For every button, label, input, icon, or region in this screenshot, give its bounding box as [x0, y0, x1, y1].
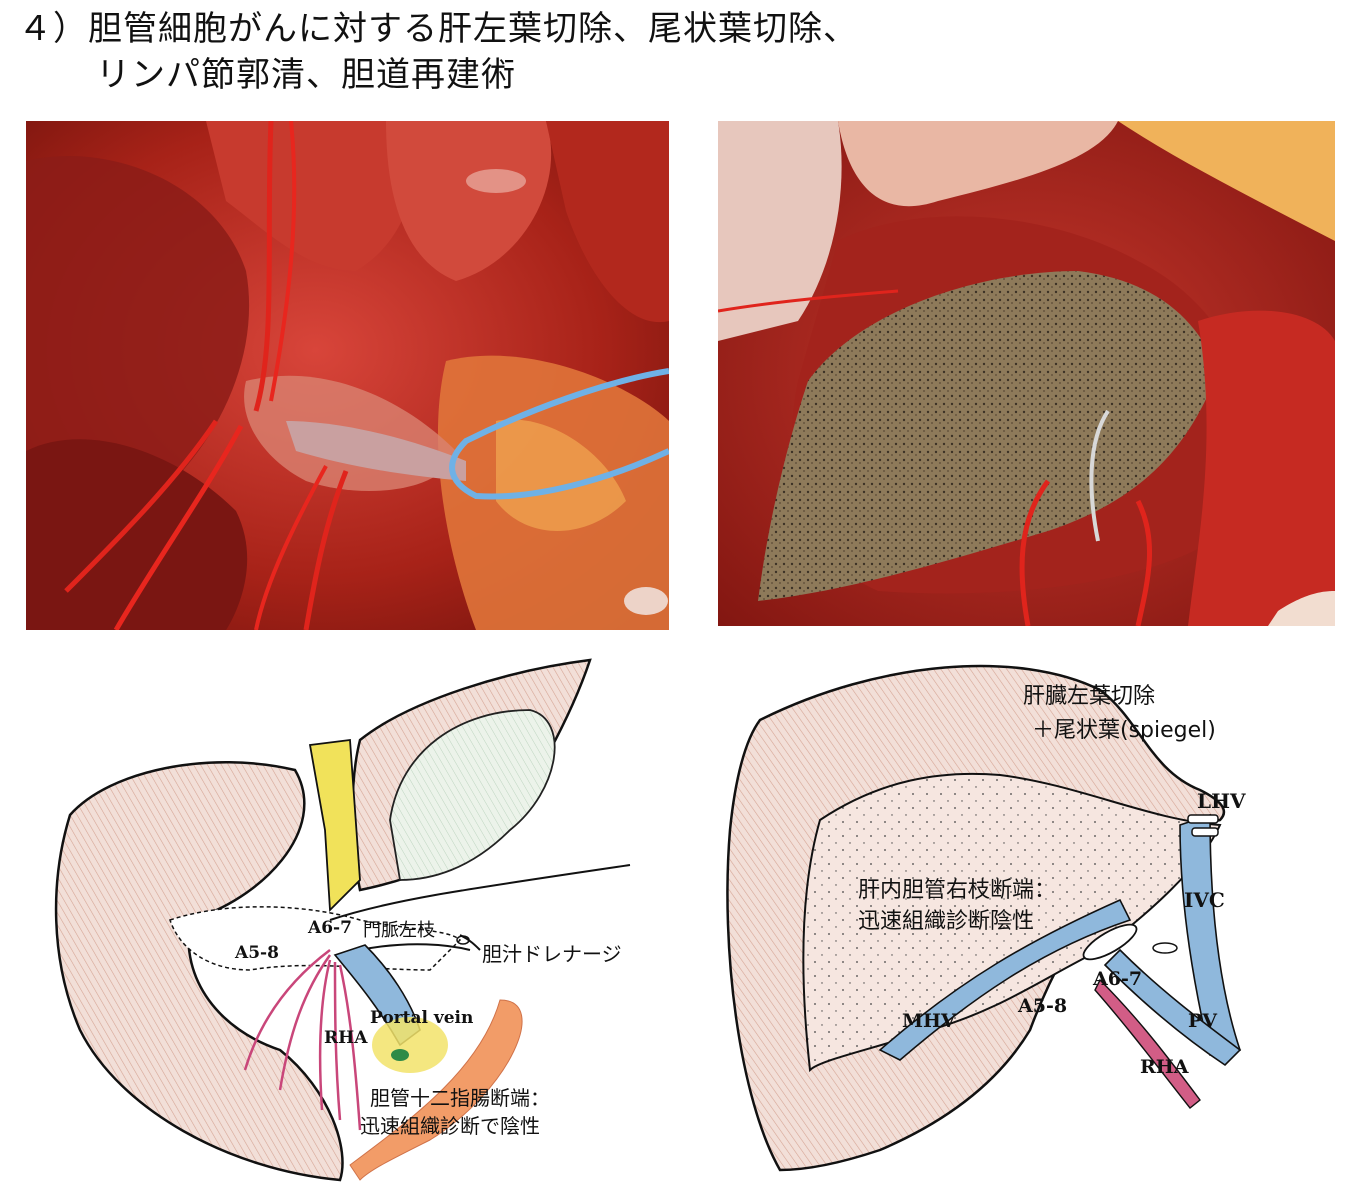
- label-a5-8-right: A5-8: [1018, 995, 1068, 1017]
- surgical-photo-right: [718, 121, 1335, 626]
- resection-diagram-right: 肝臓左葉切除 ＋尾状葉(spiegel) LHV IVC 肝内胆管右枝断端： 迅…: [700, 650, 1340, 1180]
- label-a6-7-right: A6-7: [1093, 968, 1143, 990]
- slide-title: ４）胆管細胞がんに対する肝左葉切除、尾状葉切除、 リンパ節郭清、胆道再建術: [18, 6, 858, 98]
- title-line-1: ４）胆管細胞がんに対する肝左葉切除、尾状葉切除、: [18, 9, 858, 49]
- label-portal-vein: Portal vein: [370, 1008, 474, 1028]
- caption-caudate-spiegel: ＋尾状葉(spiegel): [1032, 718, 1216, 743]
- label-rha-left: RHA: [324, 1028, 368, 1048]
- label-a6-7-left: A6-7: [308, 918, 352, 938]
- note-bile-duct-stump-line1: 肝内胆管右枝断端：: [858, 878, 1057, 903]
- label-ivc: IVC: [1184, 888, 1225, 912]
- label-bile-drainage: 胆汁ドレナージ: [482, 942, 622, 966]
- label-rha-right: RHA: [1140, 1056, 1189, 1078]
- title-line-2: リンパ節郭清、胆道再建術: [96, 55, 516, 95]
- hilum-diagram-left: A6-7 門脈左枝 A5-8 胆汁ドレナージ Portal vein RHA 胆…: [30, 650, 680, 1190]
- label-a5-8-left: A5-8: [235, 943, 279, 963]
- label-portal-left-branch: 門脈左枝: [363, 920, 435, 941]
- caption-left-lobectomy: 肝臓左葉切除: [1023, 684, 1156, 709]
- note-duodenal-stump-line2: 迅速組織診断で陰性: [360, 1114, 540, 1138]
- note-bile-duct-stump-line2: 迅速組織診断陰性: [858, 909, 1035, 934]
- label-lhv: LHV: [1197, 789, 1246, 813]
- label-mhv: MHV: [902, 1010, 956, 1032]
- note-duodenal-stump-line1: 胆管十二指腸断端：: [370, 1086, 550, 1110]
- label-pv: PV: [1188, 1010, 1218, 1032]
- surgical-photo-left: [26, 121, 669, 630]
